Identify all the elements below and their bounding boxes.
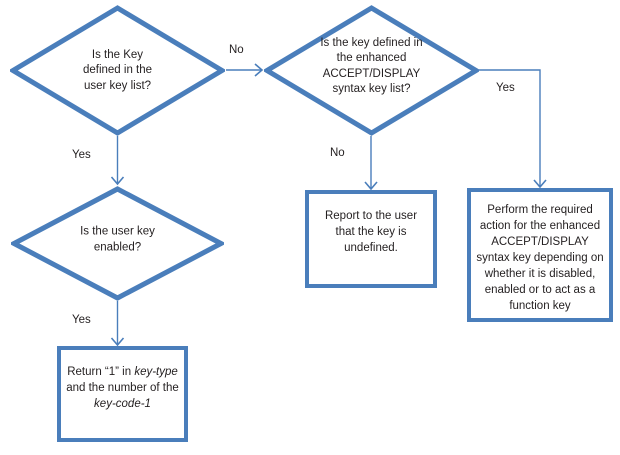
decision-d1-line-2: defined in the: [82, 63, 153, 76]
decision-d3-line-2: enabled?: [93, 241, 142, 254]
decision-user-key-enabled[interactable]: Is the user key enabled?: [11, 186, 224, 301]
connector-no-d2-b2: [364, 136, 378, 191]
diamond-shape: [264, 5, 479, 136]
process-b2-label: Report to the user that the key is undef…: [318, 208, 425, 256]
edge-label-yes-d3-b1: Yes: [72, 314, 91, 326]
decision-d1-line-1: Is the Key: [91, 48, 144, 61]
process-return-keytype[interactable]: Return “1” in key-type and the number of…: [57, 346, 188, 442]
process-b1-seg-1: Return “1” in: [67, 366, 135, 378]
process-b3-text: Perform the required action for the enha…: [476, 204, 604, 312]
decision-d2-line-4: syntax key list?: [332, 83, 411, 96]
diamond-shape: [11, 186, 224, 301]
edge-label-no-d1-d2: No: [229, 44, 244, 56]
decision-d2-line-2: the enhanced: [336, 52, 407, 65]
decision-key-in-user-key-list[interactable]: Is the Key defined in the user key list?: [10, 5, 225, 136]
decision-d3-label: Is the user key enabled?: [56, 225, 180, 256]
process-b1-label: Return “1” in key-type and the number of…: [66, 364, 179, 412]
diamond-shape: [10, 5, 225, 136]
connector-no-d1-d2: [226, 63, 264, 77]
edge-label-yes-d2-b3: Yes: [496, 82, 515, 94]
process-b1-seg-2-italic: key-type: [134, 366, 178, 378]
connector-yes-d1-d3: [110, 136, 125, 186]
decision-d1-label: Is the Key defined in the user key list?: [55, 47, 180, 94]
connector-yes-d3-b1: [110, 301, 125, 347]
process-b2-text: Report to the user that the key is undef…: [324, 210, 418, 254]
decision-d2-line-3: ACCEPT/DISPLAY: [322, 67, 421, 80]
edge-label-yes-d1-d3: Yes: [72, 149, 91, 161]
process-b1-seg-3: and the number of the: [66, 382, 179, 394]
connector-yes-d2-b3: [479, 69, 547, 189]
decision-d1-line-3: user key list?: [83, 79, 152, 92]
process-b3-label: Perform the required action for the enha…: [475, 202, 605, 314]
decision-d2-line-1: Is the key defined in: [320, 36, 423, 49]
process-perform-required-action[interactable]: Perform the required action for the enha…: [467, 188, 613, 322]
decision-key-in-enhanced-syntax-key-list[interactable]: Is the key defined in the enhanced ACCEP…: [264, 5, 479, 136]
process-b1-seg-4-italic: key-code-1: [94, 398, 151, 410]
decision-d2-label: Is the key defined in the enhanced ACCEP…: [296, 36, 447, 98]
edge-label-no-d2-b2: No: [330, 147, 345, 159]
decision-d3-line-1: Is the user key: [80, 225, 155, 238]
process-report-undefined-key[interactable]: Report to the user that the key is undef…: [305, 190, 437, 288]
